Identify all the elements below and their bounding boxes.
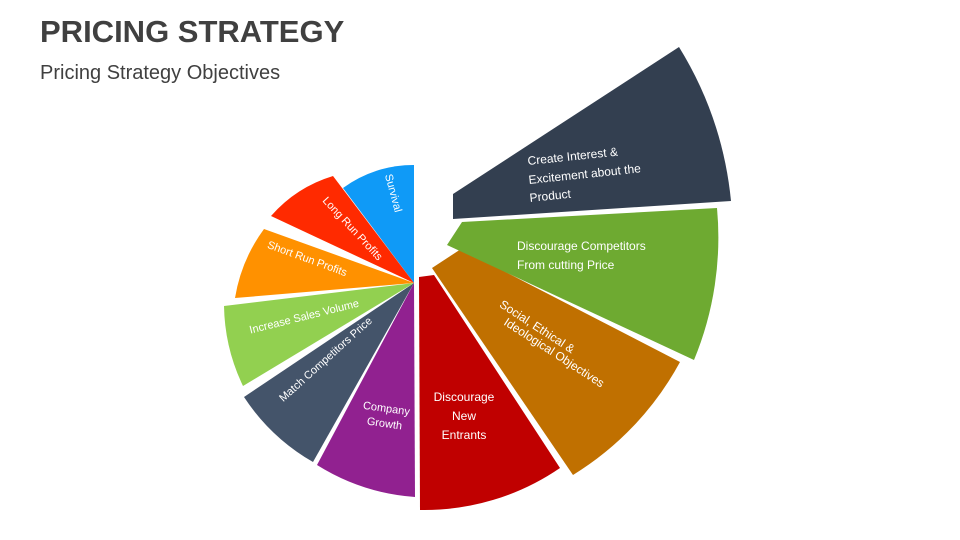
segment-label: From cutting Price	[517, 258, 615, 272]
segment-label: Entrants	[442, 428, 487, 442]
segment-label: Growth	[366, 416, 403, 433]
segment-label: Discourage	[434, 390, 495, 404]
segment-discourage-competitors: Discourage Competitors From cutting Pric…	[447, 208, 719, 360]
segment-label: Product	[529, 187, 572, 205]
segment-discourage-new-entrants: Discourage New Entrants	[419, 275, 560, 511]
segment-survival: Survival	[343, 164, 414, 283]
segment-short-run-profits: Short Run Profits	[235, 229, 414, 298]
segment-create-interest: Create Interest & Excitement about the P…	[453, 47, 731, 219]
page-title: PRICING STRATEGY	[40, 14, 345, 49]
segment-label: New	[452, 409, 476, 423]
page-subtitle: Pricing Strategy Objectives	[40, 62, 281, 84]
segment-social-ethical-objectives: Social, Ethical & Ideological Objectives	[432, 249, 680, 475]
segment-company-growth: Company Growth	[317, 283, 415, 497]
segment-label: Discourage Competitors	[517, 239, 646, 253]
